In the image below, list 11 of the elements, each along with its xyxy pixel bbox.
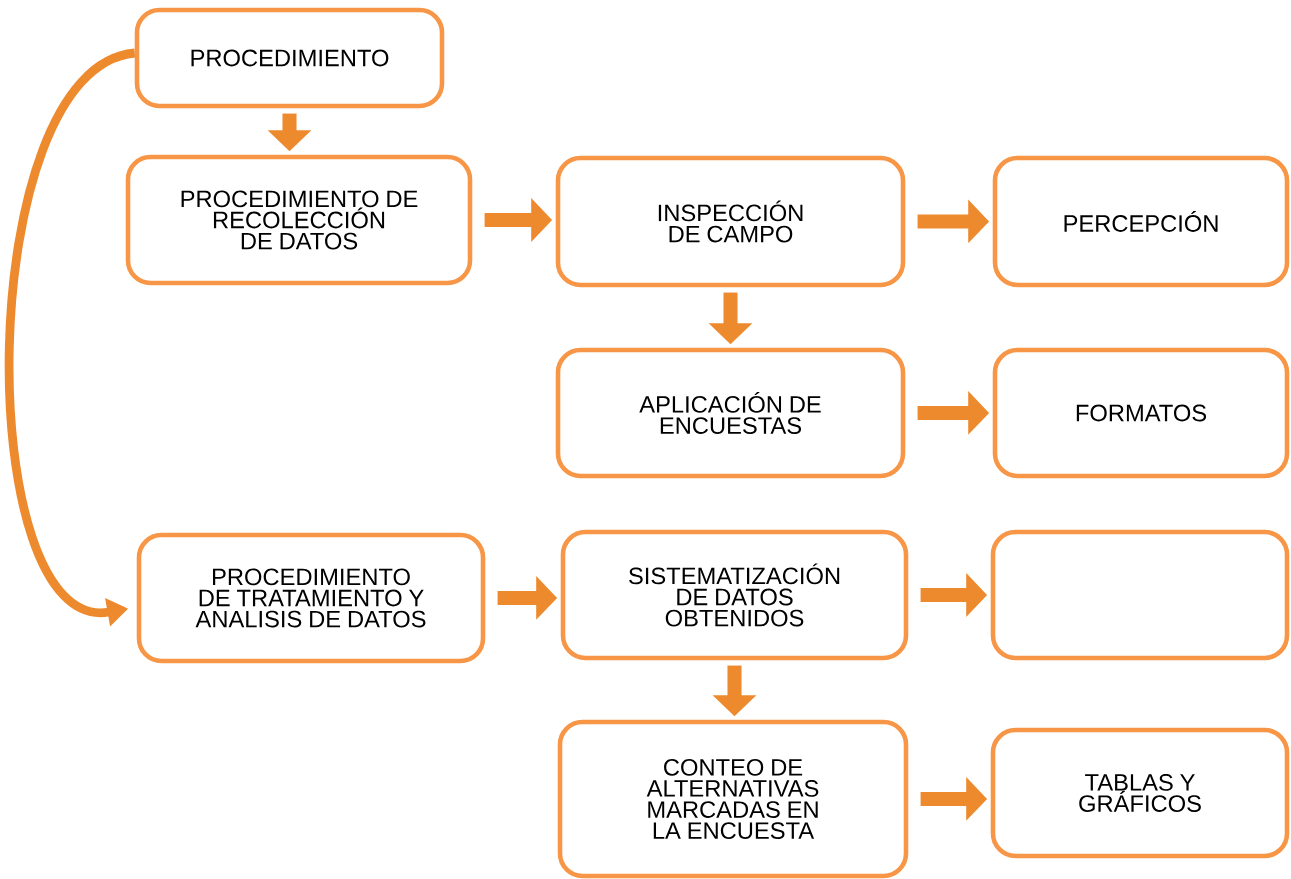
process-box: CONTEO DE ALTERNATIVAS MARCADAS EN LA ENCUESTA [557, 719, 909, 879]
process-box: INSPECCIÓN DE CAMPO [555, 155, 906, 288]
empty-box [990, 529, 1290, 661]
process-box: FORMATOS [992, 347, 1290, 479]
process-box: PERCEPCIÓN [992, 155, 1290, 288]
process-box: PROCEDIMIENTO [134, 7, 445, 109]
process-box: APLICACIÓN DE ENCUESTAS [555, 347, 906, 479]
process-box: SISTEMATIZACIÓN DE DATOS OBTENIDOS [560, 529, 909, 661]
process-box: PROCEDIMIENTO DE RECOLECCIÓN DE DATOS [125, 154, 473, 286]
process-box: PROCEDIMIENTO DE TRATAMIENTO Y ANALISIS DE DATOS [136, 532, 486, 664]
process-box: TABLAS Y GRÁFICOS [990, 727, 1290, 859]
